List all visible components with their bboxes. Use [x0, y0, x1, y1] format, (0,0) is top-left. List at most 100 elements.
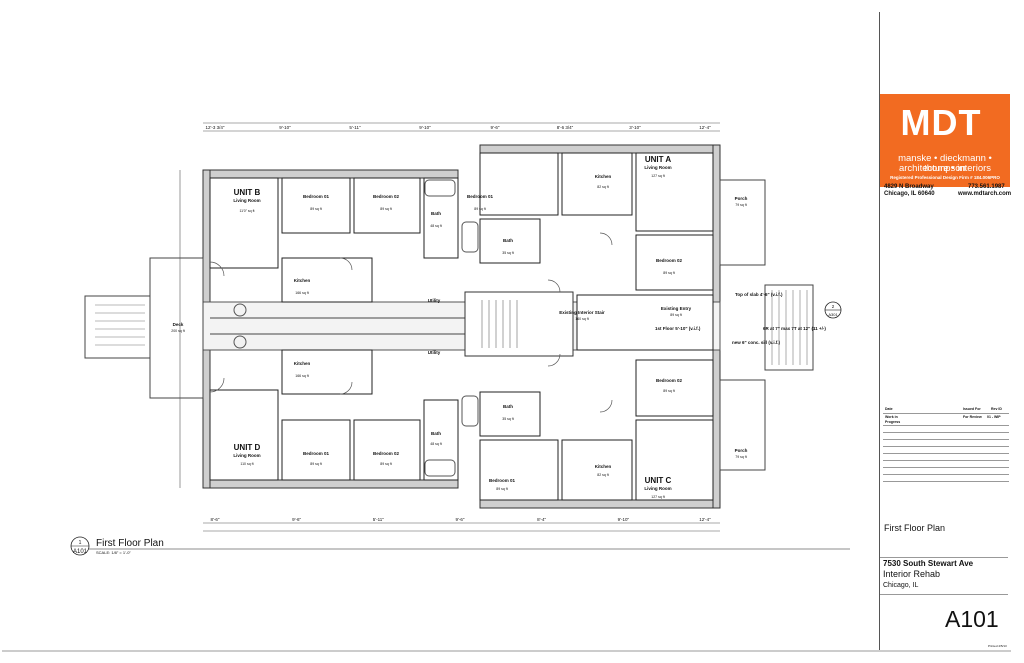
- room-label: Bath: [503, 238, 513, 243]
- logo-tagline: manske • dieckmann • thompson: [898, 153, 992, 174]
- unit-a-bedroom-02: [635, 234, 714, 291]
- unit-d-bedroom-01: [281, 419, 351, 481]
- unit-b-label: UNIT B: [234, 188, 261, 197]
- svg-text:1: 1: [79, 540, 82, 546]
- room-area: 35 sq ft: [502, 417, 514, 421]
- dimension-label: 5'-11": [349, 125, 361, 130]
- room-label: Kitchen: [294, 278, 311, 283]
- unit-d-area: 110 sq ft: [240, 462, 253, 466]
- room-area: 160 sq ft: [575, 317, 588, 321]
- room-label: Utility: [428, 350, 441, 355]
- sheet-number: A101: [945, 606, 999, 632]
- firm-address-line: Chicago, IL 60640: [884, 191, 935, 197]
- sheet-name: First Floor Plan: [884, 523, 946, 533]
- logo-registration: Registered Professional Design Firm # 18…: [890, 175, 1000, 180]
- title-block: MDT manske • dieckmann • thompson archit…: [879, 12, 1012, 650]
- rev-id: 01 - WIP: [987, 415, 1001, 419]
- east-porch-south: [719, 379, 766, 471]
- dimension-label: 9'-10": [279, 125, 291, 130]
- dimension-label: 12'-3 3/4": [206, 125, 225, 130]
- project-name: Interior Rehab: [883, 569, 941, 579]
- dimension-label: 8'-6 3/4": [557, 125, 574, 130]
- room-area: 89 sq ft: [663, 389, 675, 393]
- room-label: Bedroom 01: [303, 194, 330, 199]
- dimension-label: 5'-11": [373, 517, 385, 522]
- room-label: Existing Interior Stair: [559, 310, 605, 315]
- room-area: 89 sq ft: [474, 207, 486, 211]
- room-label: Kitchen: [294, 361, 311, 366]
- room-area: 79 sq ft: [735, 455, 747, 459]
- unit-c-bath: [479, 391, 541, 437]
- rev-date: Work in Progress: [885, 415, 901, 424]
- dimension-label: 8'-6": [211, 517, 220, 522]
- unit-c-living: [635, 419, 714, 501]
- dimension-label: 9'-6": [491, 125, 500, 130]
- room-label: Bedroom 01: [467, 194, 494, 199]
- note-top-of-slab: Top of slab 4'-6" (v.i.f.): [735, 292, 783, 297]
- drawing-title: 1 A101 First Floor Plan SCALE: 1/8" = 1'…: [70, 536, 850, 556]
- room-area: 89 sq ft: [380, 207, 392, 211]
- svg-text:A101: A101: [73, 549, 88, 555]
- rev-issued-for: For Review: [963, 415, 982, 419]
- room-area: 89 sq ft: [310, 462, 322, 466]
- unit-b-bath: [423, 177, 459, 259]
- room-area: 48 sq ft: [430, 442, 442, 446]
- unit-a-kitchen: [561, 152, 633, 216]
- room-area: 89 sq ft: [380, 462, 392, 466]
- room-area: 89 sq ft: [663, 271, 675, 275]
- room-label: Kitchen: [595, 464, 612, 469]
- firm-phone: 773.561.1987: [968, 184, 1005, 190]
- room-area: 200 sq ft: [171, 329, 184, 333]
- exterior-wall-north-east: [479, 144, 721, 154]
- project-city: Chicago, IL: [883, 582, 919, 589]
- unit-a-label: UNIT A: [645, 155, 672, 164]
- floor-plan: [84, 144, 814, 509]
- firm-address-line: 4829 N Broadway: [884, 184, 934, 190]
- exterior-wall-south: [202, 479, 459, 489]
- section-marker: 2 A301: [824, 301, 842, 319]
- interior-stair: [464, 291, 574, 357]
- note-first-floor: 1st Floor 5'-10" (v.i.f.): [655, 326, 701, 331]
- room-label: Bedroom 02: [373, 451, 400, 456]
- unit-c-bedroom-01: [479, 439, 559, 501]
- rev-header-issued-for: Issued For: [963, 407, 981, 411]
- room-label: Porch: [735, 448, 748, 453]
- room-label: Existing Entry: [661, 306, 692, 311]
- unit-d-bath: [423, 399, 459, 481]
- room-area: 166 sq ft: [295, 374, 308, 378]
- room-area: 35 sq ft: [502, 251, 514, 255]
- room-area: 48 sq ft: [430, 224, 442, 228]
- unit-a-area: 127 sq ft: [651, 174, 664, 178]
- east-exterior-stair: [764, 284, 814, 371]
- unit-b-kitchen: [281, 257, 373, 303]
- exterior-wall-north: [202, 169, 459, 179]
- unit-b-room: Living Room: [233, 198, 260, 203]
- project-address: 7530 South Stewart Ave: [883, 559, 974, 568]
- firm-website: www.mdtarch.com: [958, 191, 1012, 197]
- room-label: Bedroom 01: [303, 451, 330, 456]
- room-label: Bedroom 02: [656, 378, 683, 383]
- dimension-label: 9'-10": [419, 125, 431, 130]
- east-porch-north: [719, 179, 766, 266]
- unit-a-bedroom-01: [479, 152, 559, 216]
- west-deck-stair: [84, 295, 151, 359]
- unit-a-living: [635, 152, 714, 232]
- unit-c-area: 127 sq ft: [651, 495, 664, 499]
- dimension-label: 12'-4": [699, 125, 711, 130]
- room-label: Bath: [503, 404, 513, 409]
- room-area: 89 sq ft: [670, 313, 682, 317]
- dimension-label: 9'-6": [292, 517, 301, 522]
- print-date: Printed 4/5/13: [988, 644, 1007, 648]
- room-label: Bedroom 02: [656, 258, 683, 263]
- room-area: 82 sq ft: [597, 185, 609, 189]
- rev-header-date: Date: [885, 407, 893, 411]
- logo-tagline: architecture • interiors: [898, 163, 992, 174]
- room-label: Utility: [428, 298, 441, 303]
- plan-title: First Floor Plan: [96, 538, 164, 549]
- plan-scale: SCALE: 1/8" = 1'-0": [96, 550, 131, 555]
- note-exterior-stair: 6R at 7" max 7T at 12" (11 +/-): [763, 326, 826, 331]
- west-deck: [149, 257, 204, 399]
- unit-a-bath: [479, 218, 541, 264]
- unit-c-label: UNIT C: [645, 476, 672, 485]
